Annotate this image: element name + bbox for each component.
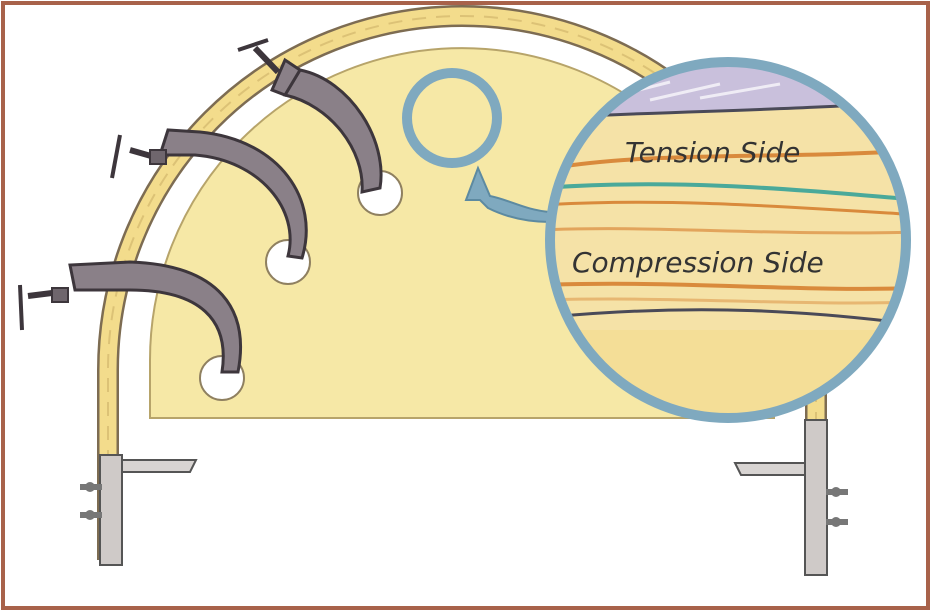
compression-side-label: Compression Side	[572, 246, 824, 279]
bracket-icon	[735, 420, 848, 575]
tension-side-label: Tension Side	[625, 136, 800, 169]
magnifier-icon: Tension Side Compression Side	[540, 60, 920, 420]
